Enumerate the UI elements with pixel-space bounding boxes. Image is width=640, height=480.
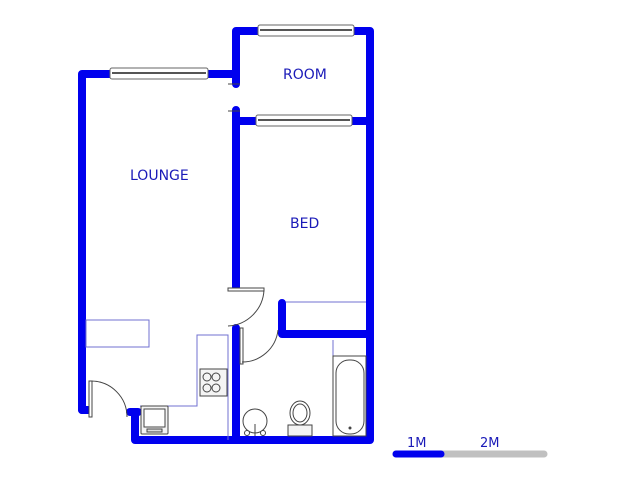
walls	[78, 27, 374, 444]
scale-label-1m: 1M	[407, 436, 427, 451]
scale-label-2m: 2M	[480, 436, 500, 451]
basin	[242, 408, 268, 436]
kitchen-sink	[140, 405, 169, 435]
windows	[109, 24, 355, 127]
doors	[88, 83, 279, 418]
room-label-lounge: LOUNGE	[130, 168, 189, 184]
room-label-room: ROOM	[283, 67, 327, 83]
room-label-bed: BED	[290, 216, 320, 232]
bathtub	[332, 355, 367, 437]
stove	[199, 368, 228, 397]
toilet	[287, 400, 313, 437]
